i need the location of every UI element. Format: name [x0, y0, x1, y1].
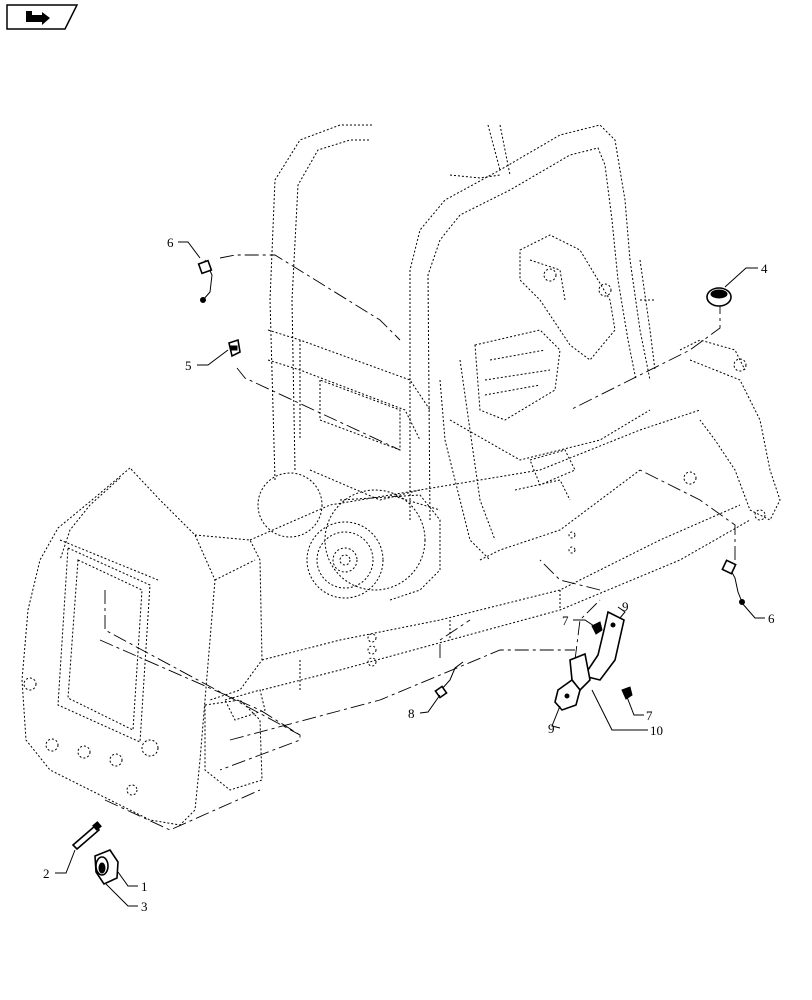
callout-labels: 6 5 4 6 7 9 7 8 9 10 2 1 3: [43, 235, 775, 914]
callout-1: 1: [141, 879, 148, 894]
part-1-light-housing: [94, 849, 119, 886]
next-page-button[interactable]: [6, 4, 78, 30]
part-4-cap: [706, 287, 732, 307]
callout-5: 5: [185, 358, 192, 373]
rops-frame-outline: [257, 124, 656, 601]
callout-10: 10: [650, 723, 663, 738]
callout-leaders: [55, 241, 765, 907]
callout-4: 4: [761, 261, 768, 276]
callout-3: 3: [141, 899, 148, 914]
callout-6-right: 6: [768, 611, 775, 626]
callout-8: 8: [408, 706, 415, 721]
part-9-bracket-upper: [582, 610, 625, 681]
machine-body-outline: [21, 339, 781, 826]
callout-2: 2: [43, 866, 50, 881]
explode-centerlines: [99, 254, 736, 831]
part-9-bracket-lower: [554, 678, 581, 711]
callout-7-upper: 7: [562, 613, 569, 628]
callout-7-lower: 7: [646, 708, 653, 723]
part-8-sensor-cable: [434, 661, 464, 699]
part-2-bolt: [71, 821, 102, 851]
callout-9-upper: 9: [622, 599, 629, 614]
callout-9-lower: 9: [548, 721, 555, 736]
part-10-bracket: [569, 652, 591, 692]
part-6-sensor-cable-left: [197, 259, 213, 303]
part-7-screw-lower: [621, 686, 633, 700]
callout-6-left: 6: [167, 235, 174, 250]
part-5-plug: [228, 338, 241, 358]
next-page-arrow-icon: [26, 11, 50, 25]
part-6-sensor-cable-right: [721, 559, 745, 605]
part-7-screw-upper: [591, 621, 603, 635]
